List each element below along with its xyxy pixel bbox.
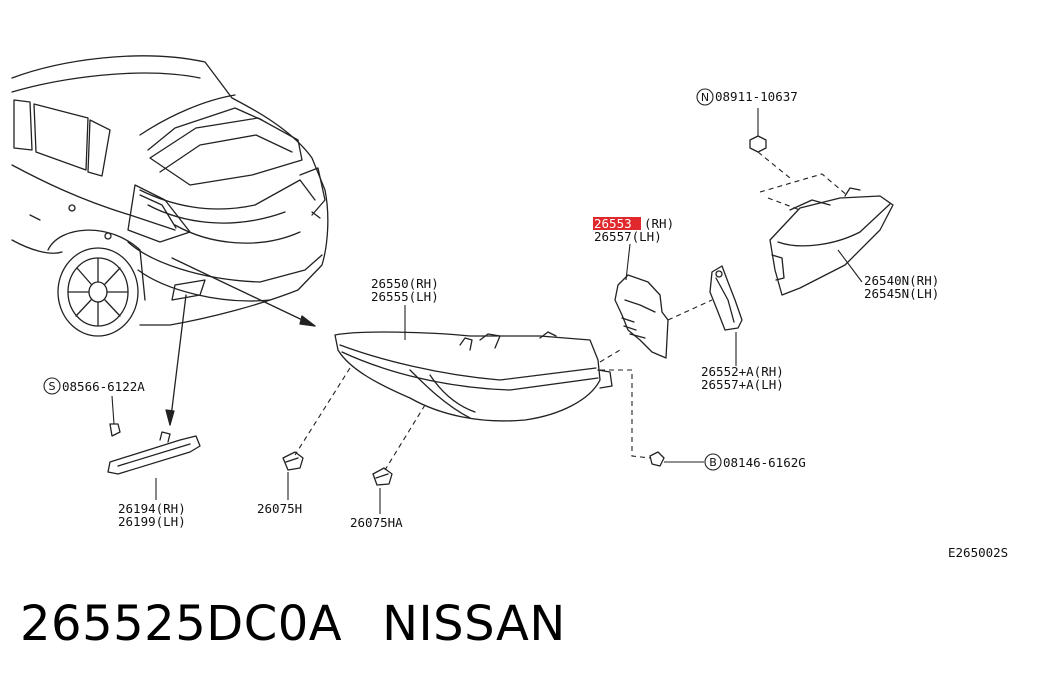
part-labels: 08911-10637 26553 (RH) 26557(LH) 26540N(… [62, 89, 1008, 560]
nut-prefix-circle [696, 88, 714, 106]
bolt-prefix-letter: B [709, 456, 717, 469]
sealant-drawing [614, 274, 669, 359]
assembly-lines [294, 151, 849, 471]
footer-brand: NISSAN [382, 596, 566, 652]
footer-caption: 265525DC0A NISSAN [20, 596, 566, 652]
reflex-reflector-drawing [107, 431, 201, 475]
fastener-drawings [109, 135, 767, 486]
footer-part-number: 265525DC0A [20, 596, 343, 652]
screw-prefix-circle [43, 377, 61, 395]
bolt-prefix-circle [704, 453, 722, 471]
sealant-rh-suffix: (RH) [644, 216, 674, 231]
bracket-drawing [709, 265, 743, 331]
bracket-rh-part-number: 26552+A(RH) [701, 364, 784, 379]
nut-part-number: 08911-10637 [715, 89, 798, 104]
clip-h-part-number: 26075H [257, 501, 302, 516]
sealant-part-number-highlighted[interactable]: 26553 [594, 216, 632, 231]
rear-lamp-drawing [769, 187, 894, 296]
combi-lamp-rh-part-number: 26550(RH) [371, 276, 439, 291]
leader-lines [111, 108, 863, 514]
reference-arrows [165, 257, 316, 426]
rear-combination-lamp-drawing [334, 331, 613, 422]
parts-diagram: N S B 08911-10637 26553 (RH) 26557(LH) 2… [11, 55, 1008, 560]
diagram-code: E265002S [948, 545, 1008, 560]
combi-lamp-lh-part-number: 26555(LH) [371, 289, 439, 304]
rear-lamp-lh-part-number: 26545N(LH) [864, 286, 939, 301]
bracket-lh-part-number: 26557+A(LH) [701, 377, 784, 392]
rear-lamp-rh-part-number: 26540N(RH) [864, 273, 939, 288]
screw-part-number: 08566-6122A [62, 379, 145, 394]
circled-prefixes: N S B [43, 88, 722, 471]
screw-prefix-letter: S [49, 380, 56, 393]
reflex-rh-part-number: 26194(RH) [118, 501, 186, 516]
highlight-box [593, 217, 641, 230]
bolt-part-number: 08146-6162G [723, 455, 806, 470]
reflex-lh-part-number: 26199(LH) [118, 514, 186, 529]
vehicle-rear-illustration [11, 55, 329, 337]
sealant-lh-part-number: 26557(LH) [594, 229, 662, 244]
nut-prefix-letter: N [701, 91, 709, 104]
clip-ha-part-number: 26075HA [350, 515, 403, 530]
